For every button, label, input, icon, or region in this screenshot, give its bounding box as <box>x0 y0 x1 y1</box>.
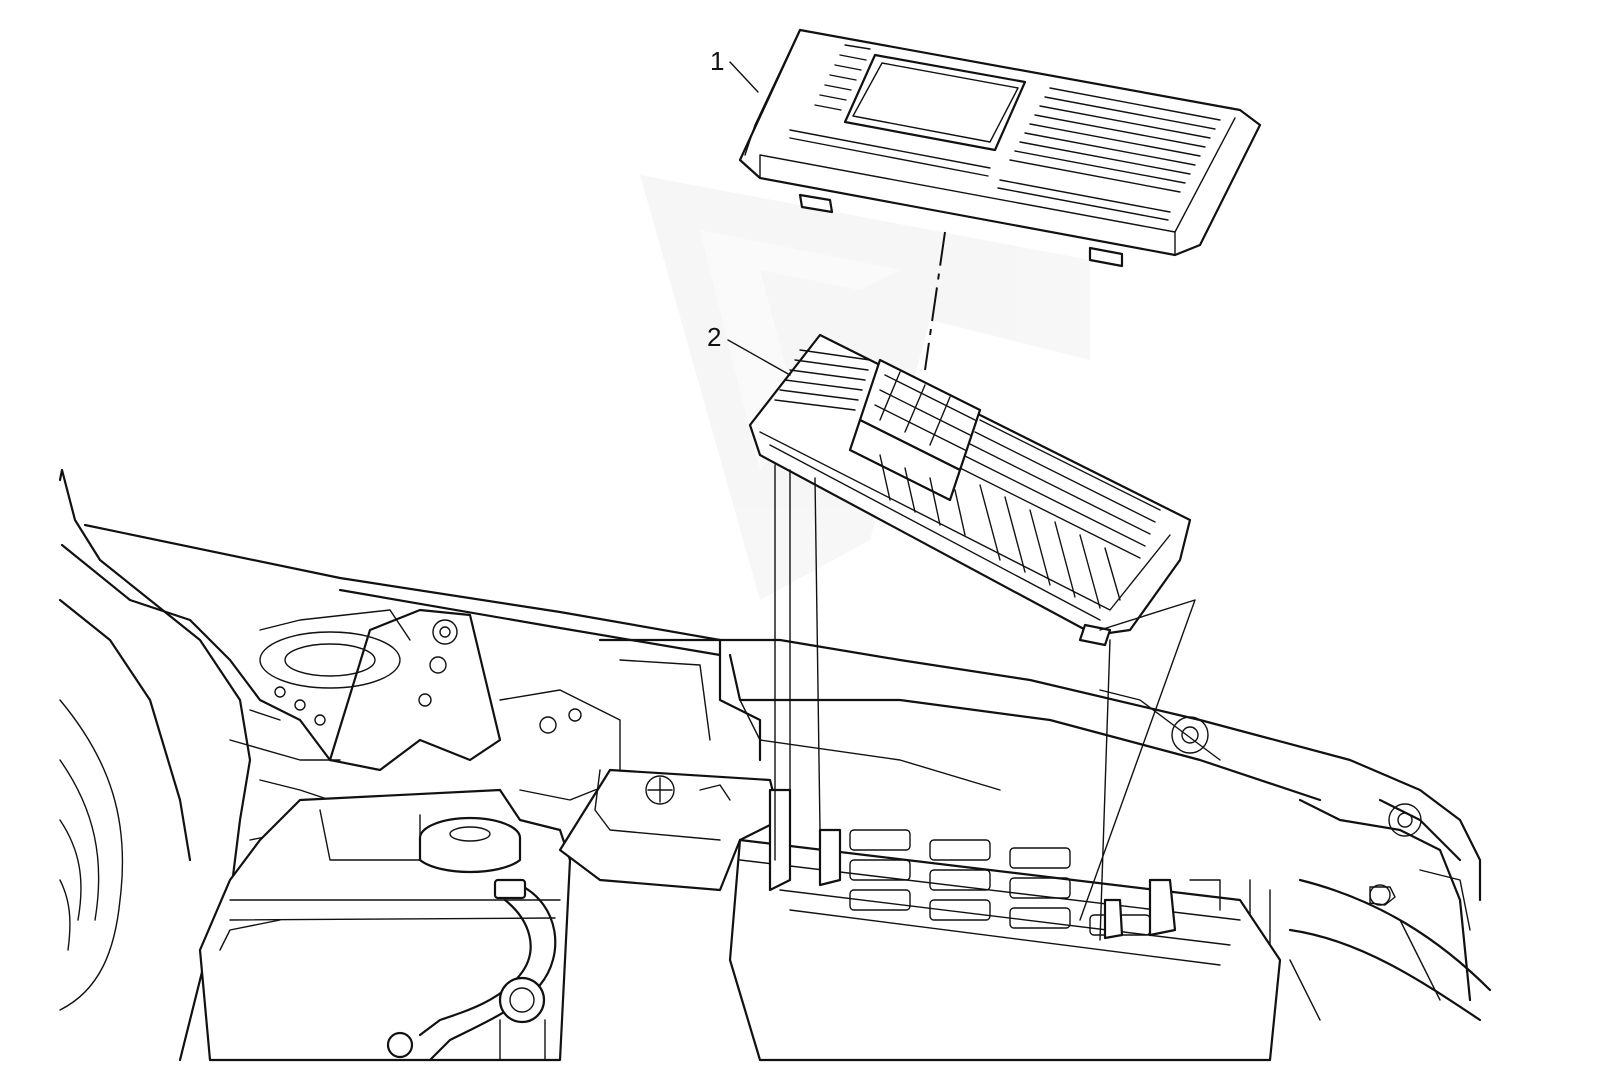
callout-2-number: 2 <box>707 322 721 352</box>
alignment-lines <box>774 231 1196 941</box>
ecm-module <box>748 333 1192 647</box>
engine-bay <box>58 468 1492 1062</box>
ecm-fins-side <box>959 419 1161 559</box>
cover-vents-right <box>1009 87 1221 193</box>
callout-1-leader <box>729 61 759 93</box>
ecm-bracket-tray <box>558 768 1282 1062</box>
ecm-ribs-front <box>879 454 1121 609</box>
coolant-reservoir <box>198 788 572 1062</box>
cover-to-module-line <box>924 231 946 371</box>
module-to-tray-line-c <box>814 477 821 831</box>
cover-component <box>738 28 1262 268</box>
module-to-tray-line-d <box>1099 639 1111 941</box>
callout-2-leader <box>727 339 791 376</box>
ecm-fins-left <box>774 349 871 411</box>
callout-1-number: 1 <box>710 46 724 76</box>
callout-1: 1 <box>710 46 759 93</box>
callout-2: 2 <box>707 322 791 376</box>
cover-vents-left <box>814 44 871 111</box>
